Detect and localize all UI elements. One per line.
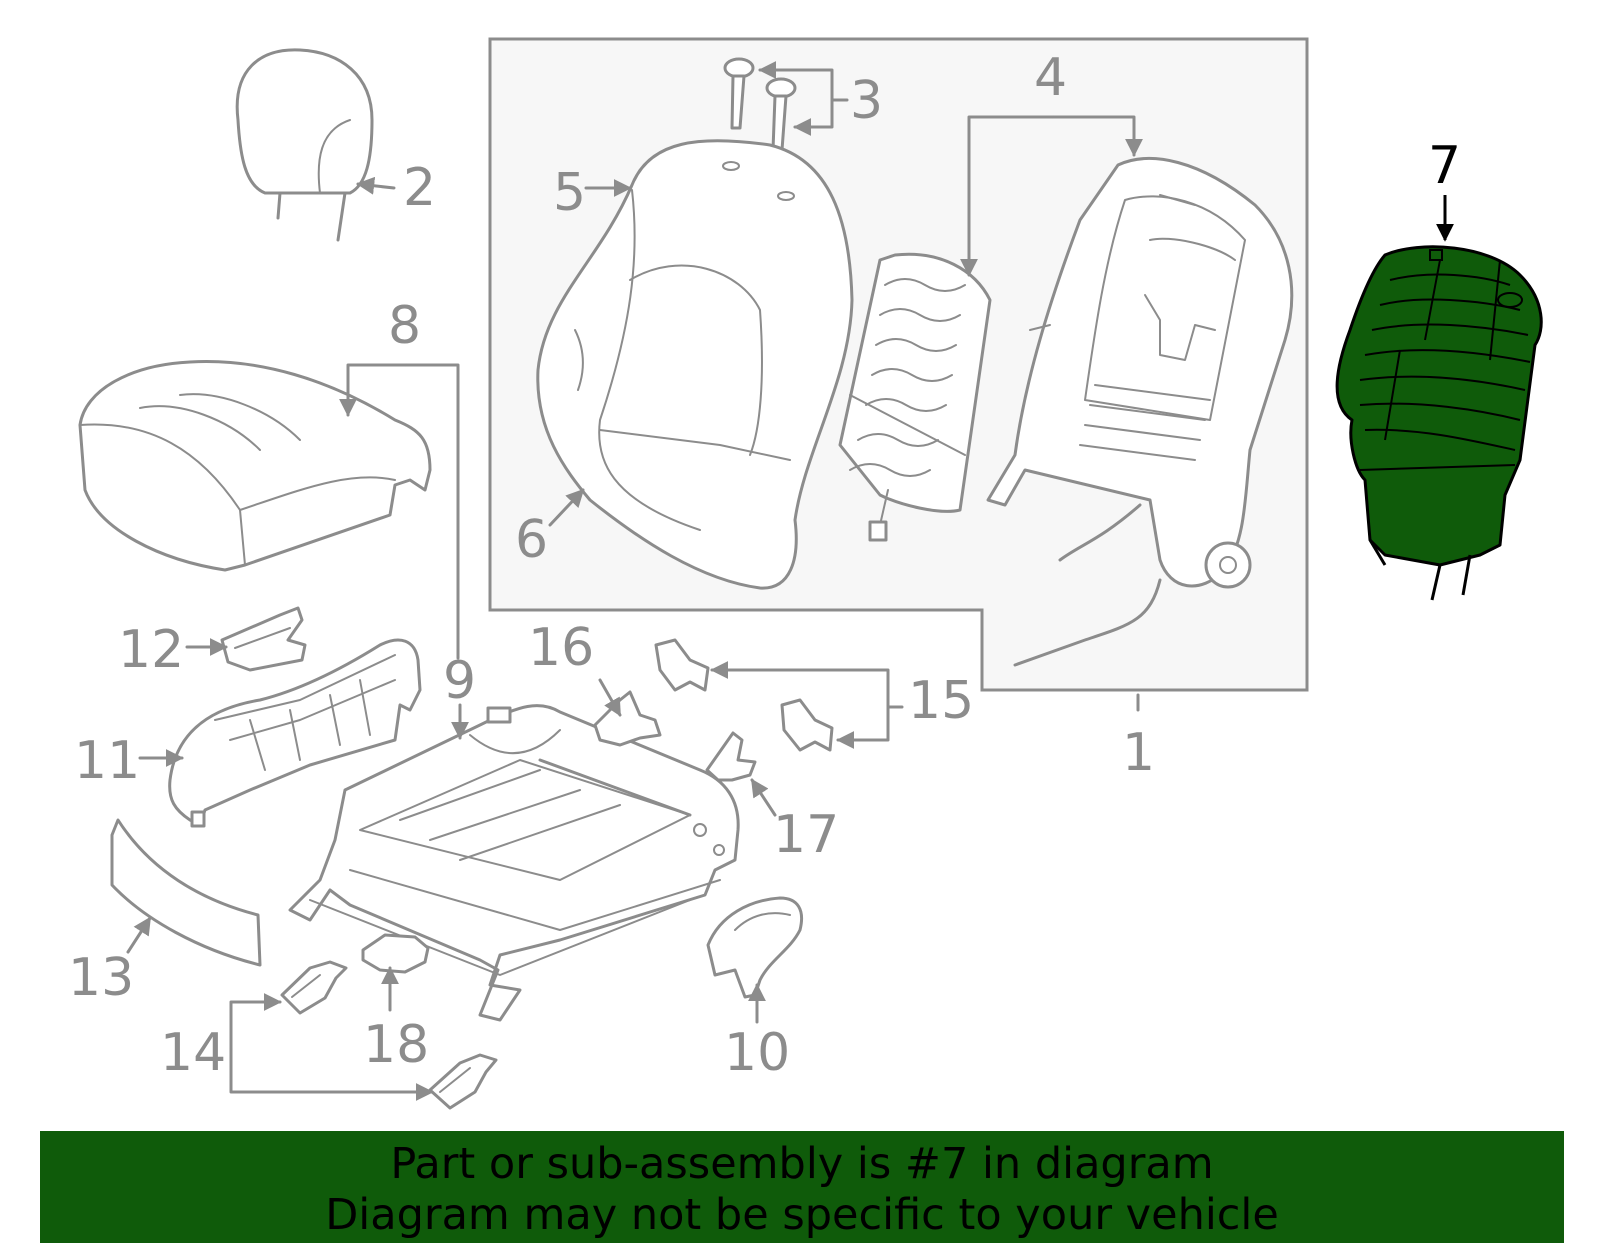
banner-line-2: Diagram may not be specific to your vehi… [325, 1190, 1279, 1240]
part-bracket-16 [593, 690, 662, 747]
part-12-cover [220, 606, 307, 672]
part-seatback-frame [986, 157, 1294, 667]
part-7-seatback-pad-highlighted [1335, 245, 1543, 601]
banner-line-1: Part or sub-assembly is #7 in diagram [390, 1139, 1214, 1189]
part-seatback-cover [536, 139, 854, 590]
callout-2: 2 [403, 158, 436, 218]
callout-18: 18 [363, 1015, 429, 1075]
leader-lines [126, 61, 1454, 1101]
callout-3: 3 [850, 71, 883, 131]
part-seat-frame [288, 704, 740, 1022]
callout-17: 17 [773, 805, 839, 865]
part-side-shield [168, 638, 422, 828]
part-seat-cushion [78, 360, 432, 572]
callout-9: 9 [443, 651, 476, 711]
callout-16: 16 [528, 618, 594, 678]
part-track-covers [280, 960, 498, 1110]
notice-banner: Part or sub-assembly is #7 in diagram Di… [40, 1131, 1564, 1243]
callout-7-highlighted: 7 [1428, 136, 1461, 196]
callout-15: 15 [908, 671, 974, 731]
callout-14: 14 [160, 1023, 226, 1083]
callout-8: 8 [388, 296, 421, 356]
part-clip-17 [705, 731, 757, 782]
part-headrest [235, 48, 374, 242]
part-clips [654, 638, 834, 752]
callout-6: 6 [515, 510, 548, 570]
callout-5: 5 [553, 163, 586, 223]
callout-10: 10 [724, 1023, 790, 1083]
callout-13: 13 [68, 948, 134, 1008]
callout-11: 11 [74, 731, 140, 791]
part-front-trim-strip [110, 818, 262, 967]
part-lumbar-mat [838, 252, 992, 542]
callout-4: 4 [1034, 48, 1067, 108]
callout-12: 12 [118, 620, 184, 680]
part-side-cover-small [706, 896, 804, 999]
part-module-18 [361, 933, 430, 974]
callout-1: 1 [1122, 723, 1155, 783]
